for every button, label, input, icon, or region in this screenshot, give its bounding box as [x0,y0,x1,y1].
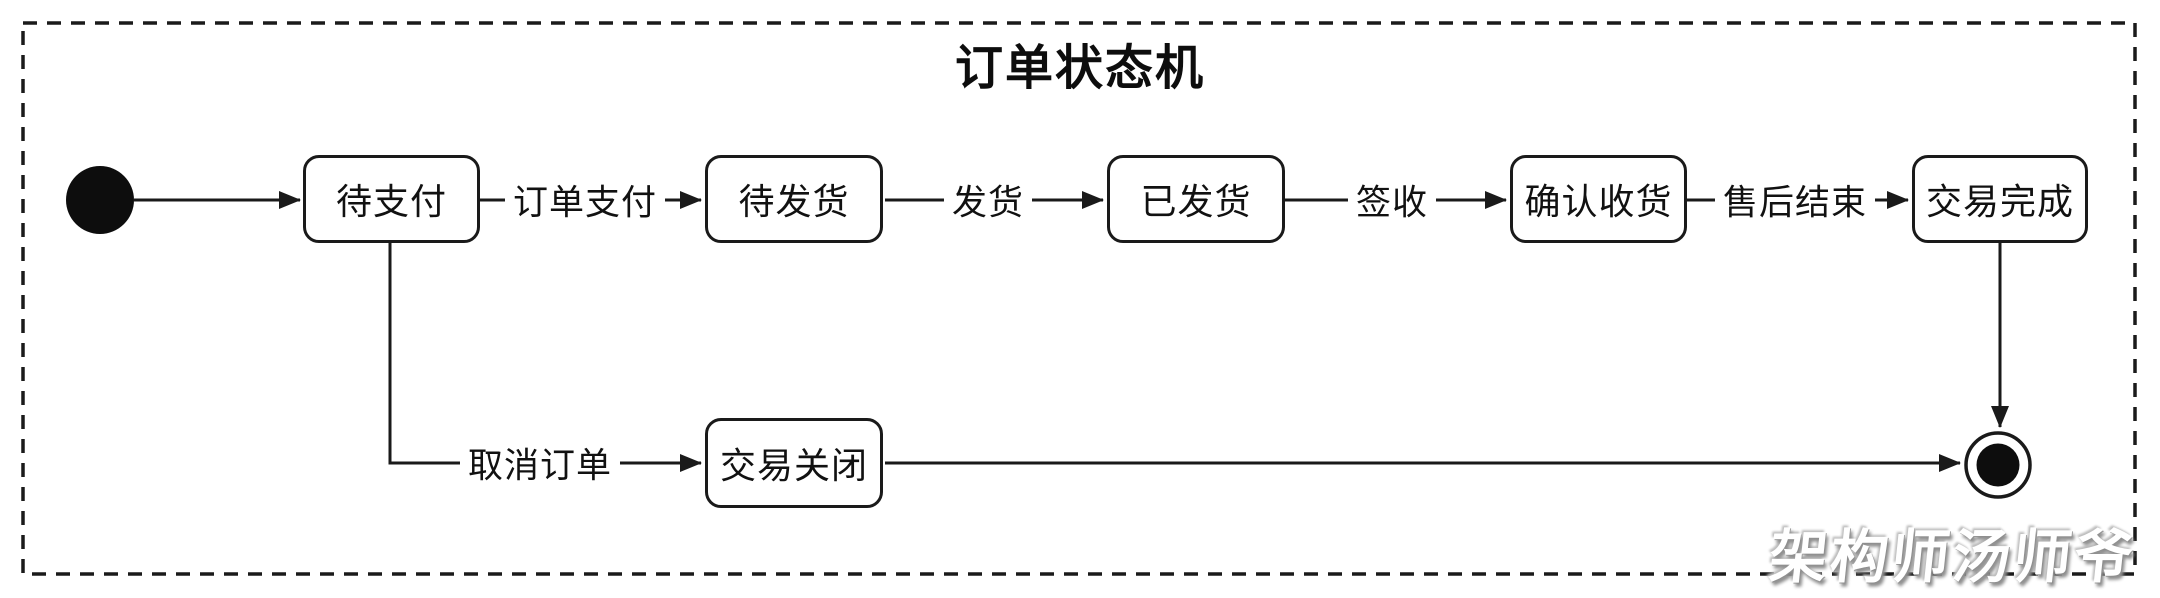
dashed-frame [21,21,2137,576]
state-shipped: 已发货 [1107,155,1285,243]
state-transaction-complete: 交易完成 [1912,155,2088,243]
edge-pending-payment-to-closed [388,243,702,472]
state-pending-payment: 待支付 [303,155,480,243]
transition-label-aftersale-end: 售后结束 [1714,172,1876,228]
transition-label-ship: 发货 [943,172,1033,228]
diagram-title: 订单状态机 [954,42,1205,95]
transition-label-cancel-order: 取消订单 [459,435,621,491]
transition-label-order-pay: 订单支付 [504,172,666,228]
watermark-text: 架构师汤师爷 [1765,525,2139,590]
transition-label-sign-receipt: 签收 [1347,172,1437,228]
initial-state-marker [66,166,134,234]
final-state-inner-dot [1976,443,2020,487]
state-confirm-receipt: 确认收货 [1510,155,1687,243]
state-transaction-closed: 交易关闭 [705,418,883,508]
state-pending-shipment: 待发货 [705,155,883,243]
